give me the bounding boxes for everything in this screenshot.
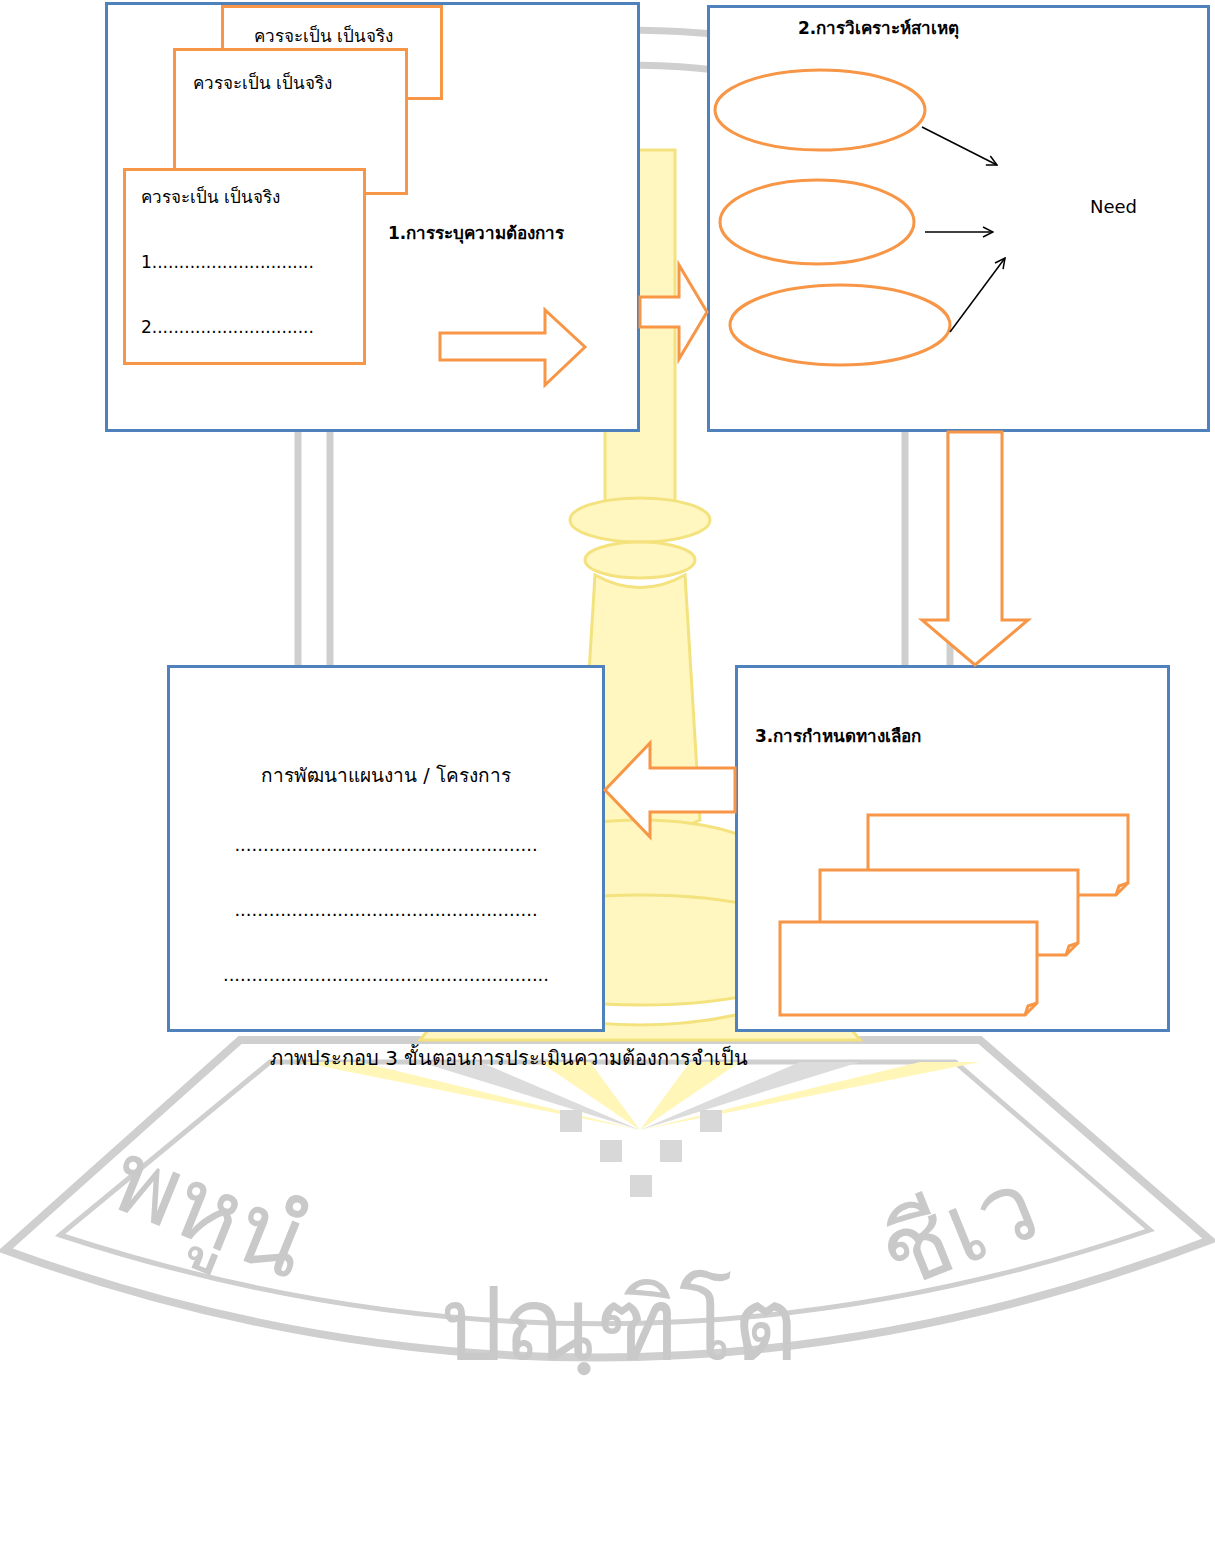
watermark-ray — [420, 1062, 640, 1130]
step-box: 3.การกำหนดทางเลือก — [735, 665, 1170, 1032]
watermark-pattern — [660, 1140, 682, 1162]
need-card: ควรจะเป็น เป็นจริง 1.....................… — [123, 168, 366, 365]
watermark-text: ชีเว — [863, 1145, 1054, 1315]
block-arrow-connector — [922, 432, 1028, 665]
watermark-text: พหูนํ — [95, 1117, 325, 1303]
watermark-rays — [300, 1062, 980, 1197]
watermark-base-outer — [5, 1040, 1210, 1358]
dotted-line: ........................................… — [170, 834, 602, 856]
note-fold — [1025, 1003, 1037, 1015]
cause-ellipse — [720, 180, 914, 264]
watermark-pattern — [630, 1175, 652, 1197]
watermark-ray — [540, 1062, 640, 1130]
step-title: 3.การกำหนดทางเลือก — [755, 726, 921, 746]
block-arrow — [440, 310, 585, 385]
cause-arrow — [925, 231, 993, 233]
step-title: 2.การวิเคราะห์สาเหตุ — [798, 18, 959, 38]
dotted-line: ........................................… — [170, 964, 602, 986]
step-box: 1.การระบุความต้องการควรจะเป็น เป็นจริงคว… — [105, 2, 640, 432]
step-title: 1.การระบุความต้องการ — [388, 223, 564, 243]
option-note — [868, 815, 1128, 895]
watermark-pattern — [560, 1110, 582, 1132]
watermark-ray — [640, 1062, 860, 1130]
watermark-base-inner — [60, 1062, 1150, 1324]
cause-arrow — [922, 127, 997, 165]
watermark-ray — [300, 1062, 640, 1130]
block-arrow-connector — [605, 743, 735, 837]
cause-ellipses — [715, 70, 950, 365]
block-arrow-connector — [640, 265, 707, 359]
plan-title: การพัฒนาแผนงาน / โครงการ — [170, 764, 602, 787]
step-box: 2.การวิเคราะห์สาเหตุ — [707, 5, 1210, 432]
card-item: 1.............................. — [141, 252, 314, 272]
cause-arrow — [950, 258, 1005, 332]
cause-arrows — [922, 127, 1005, 332]
note-fold — [1116, 883, 1128, 895]
card-item: 2.............................. — [141, 317, 314, 337]
card-heading: ควรจะเป็น เป็นจริง — [193, 73, 332, 93]
card-heading: ควรจะเป็น เป็นจริง — [254, 26, 393, 46]
pagoda-ring — [570, 498, 710, 542]
watermark-pattern — [700, 1110, 722, 1132]
watermark-ray — [640, 1062, 980, 1130]
cause-ellipse — [715, 70, 925, 150]
option-note — [780, 922, 1037, 1015]
card-heading: ควรจะเป็น เป็นจริง — [141, 187, 280, 207]
watermark-text: ปณฺฑิโต — [440, 1265, 798, 1385]
option-notes — [780, 815, 1128, 1015]
plan-box: การพัฒนาแผนงาน / โครงการ................… — [167, 665, 605, 1032]
watermark-pattern — [600, 1140, 622, 1162]
pagoda-ring — [585, 542, 695, 578]
figure-caption: ภาพประกอบ 3 ขั้นตอนการประเมินความต้องการ… — [270, 1046, 748, 1070]
option-note — [820, 870, 1078, 955]
note-fold — [1066, 943, 1078, 955]
cause-ellipse — [730, 285, 950, 365]
dotted-line: ........................................… — [170, 899, 602, 921]
